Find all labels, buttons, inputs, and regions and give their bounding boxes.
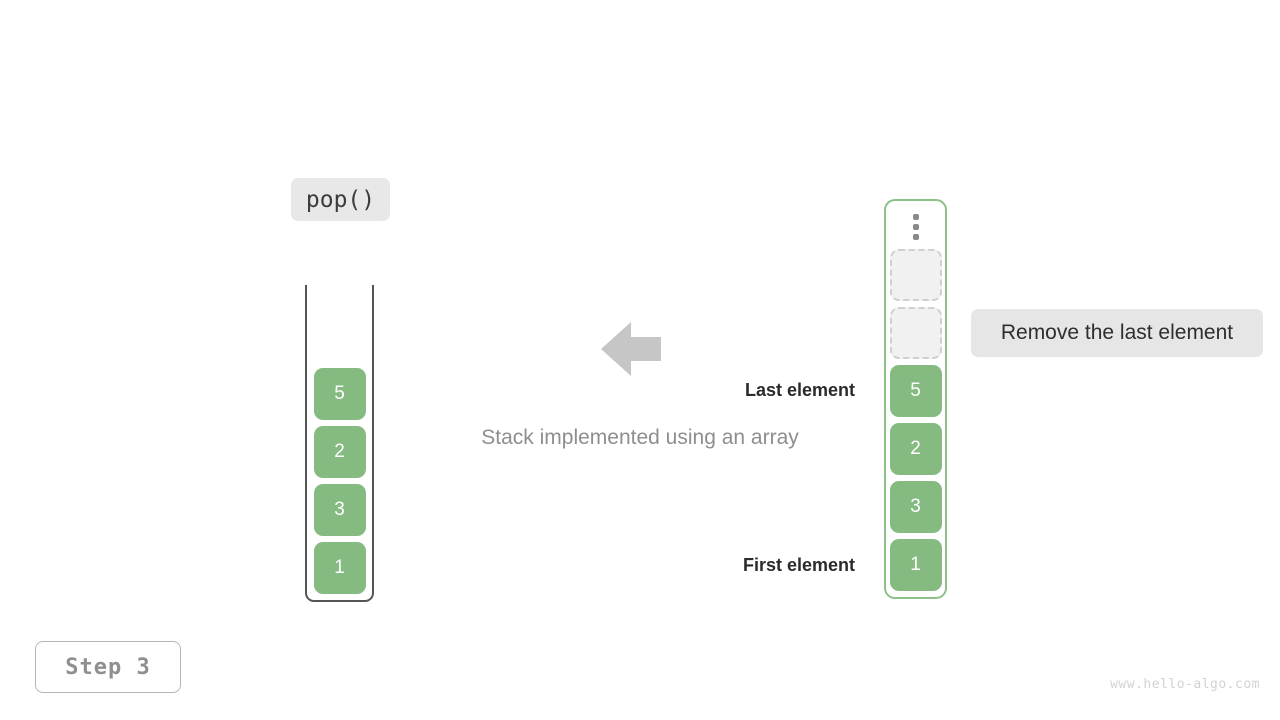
array-cell: 5 (313, 368, 366, 420)
array-container: 5 2 3 1 (305, 285, 374, 602)
stack-cell: 1 (889, 539, 942, 591)
stack-cell: 2 (889, 423, 942, 475)
stack-cell-empty (889, 249, 942, 301)
watermark: www.hello-algo.com (1110, 677, 1260, 692)
stack-cell: 5 (889, 365, 942, 417)
ellipsis-dot (912, 214, 919, 220)
array-cell: 3 (313, 484, 366, 536)
arrow-left-icon (601, 318, 661, 380)
operation-description-chip: Remove the last element (971, 309, 1263, 357)
stack-container: 5 2 3 1 (884, 199, 947, 599)
diagram-caption: Stack implemented using an array (481, 426, 799, 449)
stack-cell-empty (889, 307, 942, 359)
stack-cell-list: 5 2 3 1 (886, 249, 945, 591)
ellipsis-dot (912, 224, 919, 230)
ellipsis-dot (912, 234, 919, 240)
annotation-first-element: First element (742, 555, 855, 575)
annotation-last-element: Last element (744, 380, 855, 400)
array-cell-list: 5 2 3 1 (307, 368, 372, 594)
vertical-ellipsis-icon (886, 214, 945, 240)
operation-label-chip: pop() (291, 178, 390, 221)
array-cell: 1 (313, 542, 366, 594)
step-badge: Step 3 (35, 641, 181, 693)
array-cell: 2 (313, 426, 366, 478)
stack-cell: 3 (889, 481, 942, 533)
